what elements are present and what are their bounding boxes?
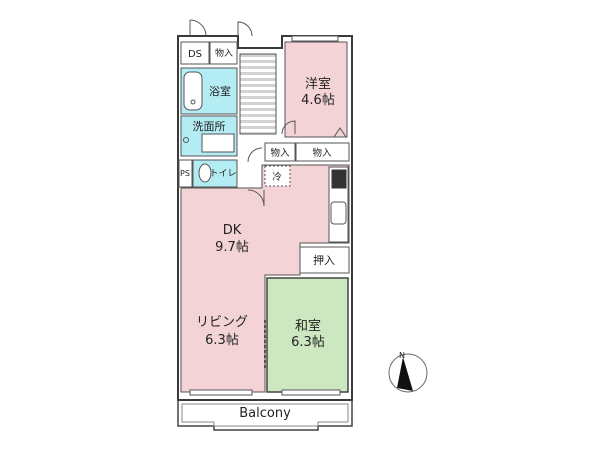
kitchen-sink-icon xyxy=(330,201,347,225)
window-western xyxy=(291,35,339,42)
mid-closet-left xyxy=(264,142,296,162)
drain-icon xyxy=(190,99,196,105)
ds-label: DS xyxy=(188,49,202,60)
stove-icon xyxy=(331,169,347,189)
balcony xyxy=(177,400,353,431)
room-japanese xyxy=(266,277,349,393)
compass-north-label: N xyxy=(399,351,405,360)
mid-closet-right xyxy=(295,142,350,162)
mid-closet-right-label: 物入 xyxy=(312,147,332,159)
toilet-label: トイレ xyxy=(209,169,236,179)
ds-cell xyxy=(180,41,210,65)
living-name: リビング xyxy=(196,315,248,330)
japanese-size: 6.3帖 xyxy=(291,335,325,350)
ps-shaft xyxy=(178,159,193,188)
balcony-inner xyxy=(181,403,349,427)
oshiire-closet xyxy=(299,246,350,274)
door-swings xyxy=(189,19,347,207)
bath-label: 浴室 xyxy=(209,84,231,98)
top-closet xyxy=(209,41,238,65)
top-closet-label: 物入 xyxy=(215,47,233,59)
washer-icon xyxy=(183,137,189,143)
washroom-label: 洗面所 xyxy=(193,120,226,133)
compass-circle-icon xyxy=(388,353,428,393)
fridge-space xyxy=(264,165,291,187)
western-size: 4.6帖 xyxy=(301,93,335,108)
windows-bottom xyxy=(189,389,341,396)
toilet-icon xyxy=(198,163,212,183)
balcony-label: Balcony xyxy=(239,406,291,421)
fridge-label: 冷 xyxy=(272,171,282,183)
hallway-floor xyxy=(239,53,277,135)
mid-closet-left-label: 物入 xyxy=(270,147,290,159)
dk-name: DK xyxy=(223,223,242,238)
compass: N xyxy=(388,351,428,393)
japanese-name: 和室 xyxy=(295,318,321,334)
compass-needle-icon xyxy=(397,357,413,391)
outer-walls xyxy=(177,35,353,401)
oshiire-label: 押入 xyxy=(313,253,335,267)
western-name: 洋室 xyxy=(305,76,331,92)
bathtub-icon xyxy=(183,71,203,111)
sink-icon xyxy=(201,133,235,153)
ps-label: PS xyxy=(180,169,190,178)
dk-size: 9.7帖 xyxy=(215,240,249,255)
living-size: 6.3帖 xyxy=(205,333,239,348)
